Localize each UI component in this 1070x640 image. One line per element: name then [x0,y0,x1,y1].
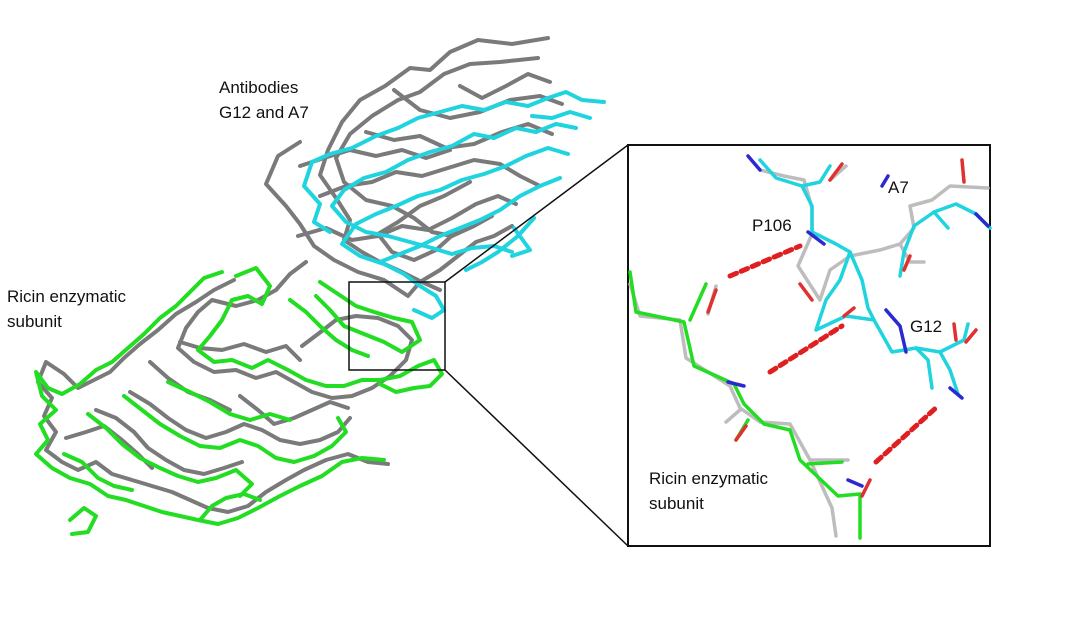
inset-ricin-label-line1: Ricin enzymatic [649,469,769,488]
antibody-cyan-backbone [302,90,606,320]
hbond-3 [873,403,941,465]
inset-structure [628,154,992,540]
connector-top-line [444,144,629,283]
ricin-label-line1: Ricin enzymatic [7,287,127,306]
g12-label: G12 [910,317,942,336]
inset-oxygen-atoms [706,158,978,498]
ricin-green-backbone [34,266,444,536]
p106-label: P106 [752,216,792,235]
inset-nitrogen-atoms [726,154,990,488]
connector-bottom-line [444,369,629,547]
inset-ricin-label-line2: subunit [649,494,704,513]
hbond-1 [727,243,803,279]
antibodies-label-line2: G12 and A7 [219,103,309,122]
ricin-label-line2: subunit [7,312,62,331]
hbond-2 [767,323,845,375]
zoom-source-box [348,281,446,371]
hydrogen-bonds [727,243,941,465]
a7-label: A7 [888,178,909,197]
antibodies-label-line1: Antibodies [219,78,298,97]
